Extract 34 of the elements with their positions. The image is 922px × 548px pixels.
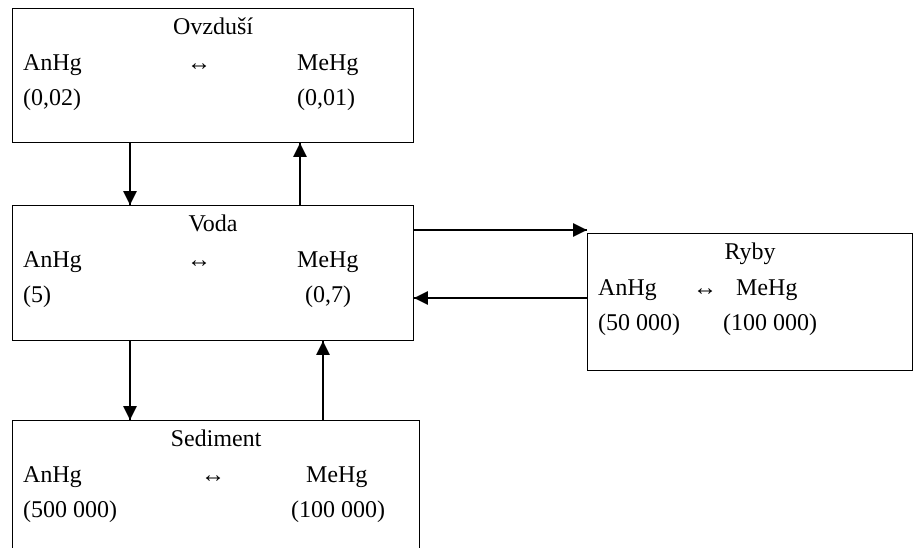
species-label: AnHg bbox=[23, 246, 82, 274]
compartment-box bbox=[12, 420, 420, 548]
compartment-title: Sediment bbox=[170, 425, 262, 453]
equilibrium-symbol: ↔ bbox=[187, 246, 211, 274]
species-label: MeHg bbox=[297, 49, 358, 77]
concentration-value: (5) bbox=[23, 281, 51, 309]
concentration-value: (100 000) bbox=[291, 496, 385, 524]
equilibrium-symbol: ↔ bbox=[187, 49, 211, 77]
arrow bbox=[414, 223, 587, 237]
compartment-title: Ryby bbox=[723, 238, 777, 266]
compartment-title: Voda bbox=[188, 210, 238, 238]
species-label: AnHg bbox=[23, 461, 82, 489]
species-label: MeHg bbox=[736, 274, 798, 302]
species-label: MeHg bbox=[297, 246, 358, 274]
species-label: AnHg bbox=[23, 49, 82, 77]
concentration-value: (50 000) bbox=[598, 309, 680, 337]
concentration-value: (0,01) bbox=[297, 84, 355, 112]
compartment-box bbox=[587, 233, 913, 371]
compartment-title: Ovzduší bbox=[172, 13, 254, 41]
arrow bbox=[414, 291, 587, 305]
arrow bbox=[123, 143, 137, 205]
species-label: MeHg bbox=[306, 461, 368, 489]
arrow bbox=[123, 341, 137, 420]
equilibrium-symbol: ↔ bbox=[693, 274, 717, 302]
concentration-value: (0,02) bbox=[23, 84, 81, 112]
concentration-value: (500 000) bbox=[23, 496, 117, 524]
arrow bbox=[316, 341, 330, 420]
arrow bbox=[293, 143, 307, 205]
concentration-value: (0,7) bbox=[305, 281, 351, 309]
concentration-value: (100 000) bbox=[723, 309, 817, 337]
compartment-box bbox=[12, 8, 414, 143]
species-label: AnHg bbox=[598, 274, 657, 302]
compartment-box bbox=[12, 205, 414, 341]
equilibrium-symbol: ↔ bbox=[201, 461, 225, 489]
